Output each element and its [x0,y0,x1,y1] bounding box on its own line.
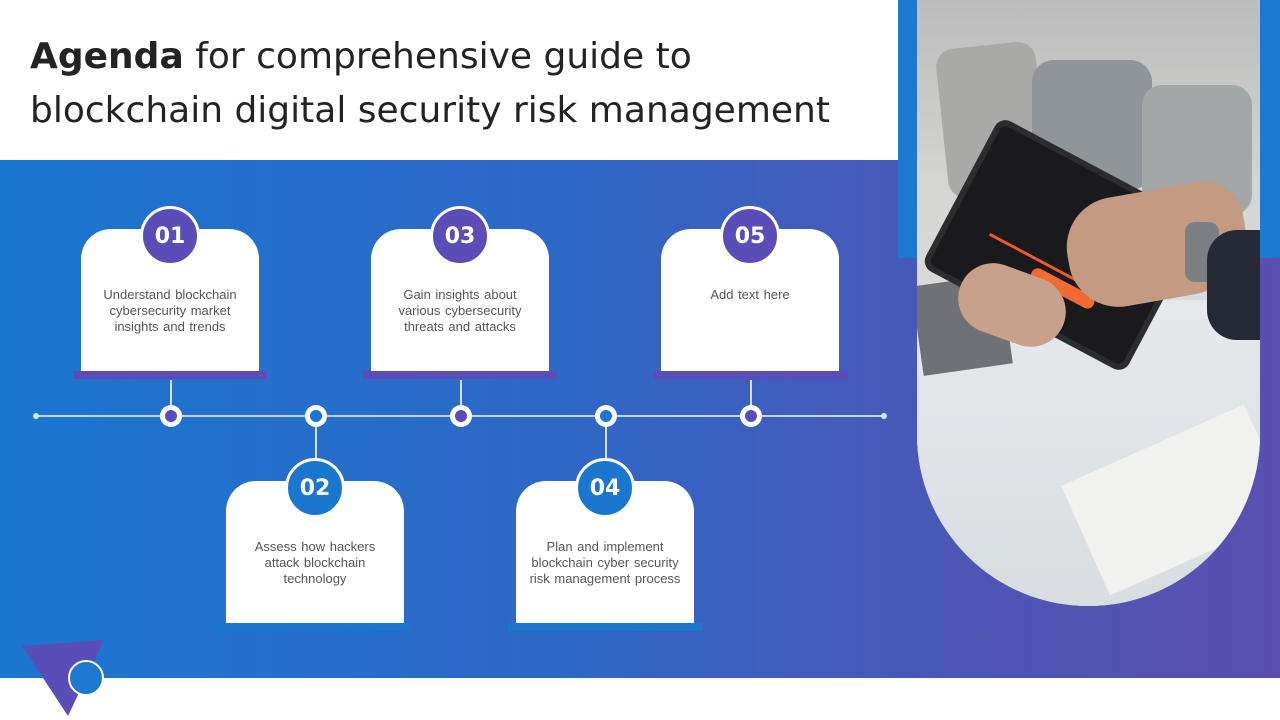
agenda-number-02: 02 [299,475,331,501]
agenda-card-03: Gain insights about various cybersecurit… [371,229,549,371]
agenda-number-03: 03 [444,223,476,249]
card-base-01 [73,371,267,379]
stem-04 [605,422,607,462]
agenda-card-02: Assess how hackers attack blockchain tec… [226,481,404,623]
timeline-end-dot [881,413,887,419]
agenda-text-05: Add text here [710,287,790,302]
timeline-node-04 [595,405,617,427]
agenda-badge-03: 03 [430,206,490,266]
agenda-badge-05: 05 [720,206,780,266]
card-base-04 [508,623,702,631]
title-rest: for comprehensive guide to blockchain di… [30,36,830,131]
agenda-text-02: Assess how hackers attack blockchain tec… [254,539,376,586]
slide-title: Agenda for comprehensive guide to blockc… [30,30,890,138]
timeline-start-dot [33,413,39,419]
agenda-number-04: 04 [589,475,621,501]
agenda-text-01: Understand blockchain cybersecurity mark… [103,287,237,334]
stem-03 [460,380,462,410]
timeline-node-02 [305,405,327,427]
decorative-circle [68,660,104,696]
timeline-node-01 [160,405,182,427]
timeline-node-05 [740,405,762,427]
stem-01 [170,380,172,410]
agenda-badge-02: 02 [285,458,345,518]
card-base-02 [218,623,412,631]
stem-05 [750,380,752,410]
stem-02 [315,422,317,462]
agenda-badge-01: 01 [140,206,200,266]
agenda-badge-04: 04 [575,458,635,518]
card-base-03 [363,371,557,379]
card-base-05 [653,371,847,379]
tablet-stock-chart-photo [917,0,1260,606]
timeline-node-03 [450,405,472,427]
agenda-number-01: 01 [154,223,186,249]
agenda-text-03: Gain insights about various cybersecurit… [398,287,522,334]
agenda-text-04: Plan and implement blockchain cyber secu… [529,539,681,586]
agenda-number-05: 05 [734,223,766,249]
decorative-triangle [22,640,104,716]
title-bold: Agenda [30,36,184,77]
